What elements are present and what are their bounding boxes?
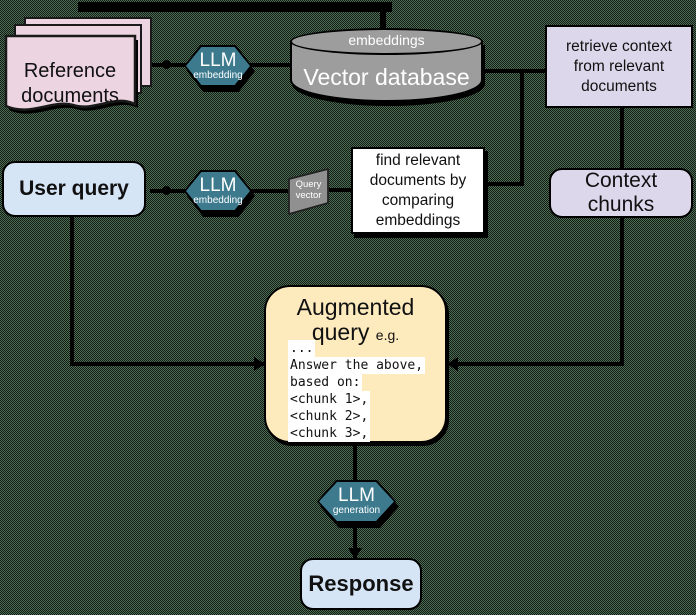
augmented-query-code: ... Answer the above, based on: <chunk 1… <box>288 340 426 442</box>
context-chunks-node: Context chunks <box>549 168 693 218</box>
connector-augmented-to-generation <box>353 442 357 482</box>
connector-topbar-to-database <box>380 11 386 35</box>
response-label: Response <box>308 571 414 596</box>
connector-top-bar <box>78 2 392 12</box>
connector-userquery-to-augmented <box>70 362 266 366</box>
hexagon-fill <box>186 47 250 85</box>
code-line: <chunk 3>, <box>288 425 371 442</box>
hexagon-fill <box>186 172 250 210</box>
code-line: based on: <box>288 374 363 391</box>
connector-database-to-retrieve <box>481 69 547 73</box>
retrieve-context-node: retrieve context from relevant documents <box>545 25 693 108</box>
arrowhead-into-augmented-right <box>447 357 458 371</box>
arrowhead-into-response <box>348 548 362 559</box>
reference-documents-label: Reference documents <box>21 60 119 107</box>
llm-embedding-mid-title: LLM <box>199 174 237 196</box>
connector-generation-to-response <box>353 521 357 559</box>
llm-embedding-top-subtitle: embedding <box>193 69 243 81</box>
connector-chunks-down <box>620 216 624 366</box>
connector-chunks-to-augmented <box>450 362 624 366</box>
llm-embedding-hexagon-top: LLM embedding <box>184 45 255 92</box>
llm-embedding-top-title: LLM <box>199 49 237 71</box>
llm-generation-title: LLM <box>338 485 375 506</box>
augmented-query-node: Augmented query e.g. ... Answer the abov… <box>264 285 447 443</box>
llm-embedding-mid-subtitle: embedding <box>193 194 243 206</box>
llm-generation-hexagon: LLM generation <box>317 480 399 528</box>
find-relevant-label: find relevant documents by comparing emb… <box>369 151 467 229</box>
connector-vector-to-find <box>329 188 353 192</box>
vector-database-node: embeddings Vector database <box>290 28 483 102</box>
connector-branch-down <box>520 69 524 186</box>
find-relevant-node: find relevant documents by comparing emb… <box>351 147 485 234</box>
embeddings-label: embeddings <box>348 32 425 48</box>
connector-embedding-to-database <box>250 63 292 67</box>
connector-branch-to-find <box>484 182 522 186</box>
context-chunks-label: Context chunks <box>584 169 658 216</box>
arrowhead-into-augmented-left <box>254 357 265 371</box>
augmented-query-title: Augmented query <box>296 294 415 345</box>
llm-embedding-hexagon-mid: LLM embedding <box>184 170 255 217</box>
arrowhead-documents-to-embedding <box>162 60 171 69</box>
code-line: ... <box>288 340 316 357</box>
document-page-front <box>4 34 138 114</box>
retrieve-context-label: retrieve context from relevant documents <box>566 37 672 95</box>
query-vector-node: Query vector <box>287 166 330 216</box>
augmented-query-eg: e.g. <box>375 327 400 343</box>
connector-embedding-to-vector <box>250 189 288 193</box>
vector-database-label: Vector database <box>303 64 470 90</box>
hexagon-fill <box>319 482 394 521</box>
llm-generation-subtitle: generation <box>332 505 381 516</box>
cylinder-top-ellipse <box>290 28 483 55</box>
user-query-node: User query <box>2 161 146 217</box>
code-line: <chunk 2>, <box>288 408 371 425</box>
code-line: Answer the above, <box>288 357 426 374</box>
query-vector-shape <box>288 167 329 216</box>
connector-userquery-down <box>70 215 74 366</box>
query-vector-label: Query vector <box>295 179 322 201</box>
reference-documents-node: Reference documents <box>2 15 158 119</box>
arrowhead-userquery-to-embedding <box>162 186 171 195</box>
connector-retrieve-to-chunks <box>620 106 624 170</box>
user-query-label: User query <box>19 177 129 200</box>
code-line: <chunk 1>, <box>288 391 371 408</box>
response-node: Response <box>300 558 422 610</box>
